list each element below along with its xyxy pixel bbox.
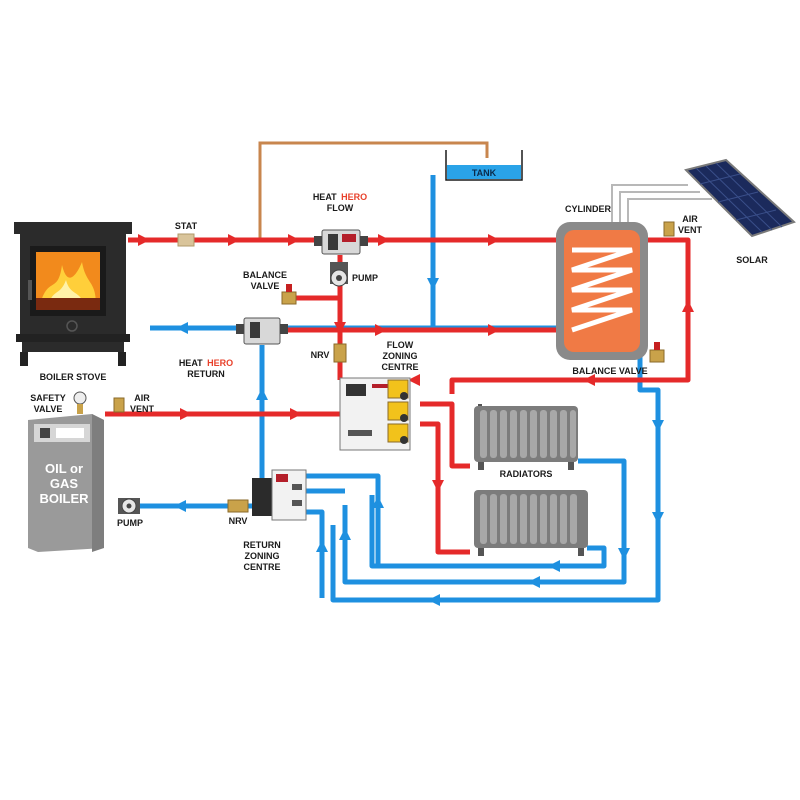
flow-zoning-label-2: ZONING [383, 351, 418, 361]
return-zoning-label-3: CENTRE [243, 562, 280, 572]
air-vent-left-label-1: AIR [134, 393, 150, 403]
nrv-bottom-label: NRV [229, 516, 248, 526]
radiator-lower [474, 490, 588, 556]
flow-zoning-centre [339, 377, 411, 451]
cylinder-label: CYLINDER [565, 204, 612, 214]
nrv-mid [333, 343, 347, 363]
air-vent-top [663, 221, 675, 237]
return-zoning-label-2: ZONING [245, 551, 280, 561]
heat-hero-flow-sub: FLOW [327, 203, 354, 213]
air-vent-left [113, 397, 125, 413]
return-zoning-centre [252, 469, 307, 521]
heat-hero-return-sub: RETURN [187, 369, 225, 379]
boiler-stove-label: BOILER STOVE [40, 372, 107, 382]
stat-label: STAT [175, 221, 198, 231]
heat-hero-flow-title: HEAT HERO [313, 192, 367, 202]
solar-panel [684, 158, 796, 238]
hot-water-cylinder [556, 222, 648, 360]
air-vent-top-label-1: AIR [682, 214, 698, 224]
flow-arrows [138, 234, 694, 606]
flow-zoning-label-1: FLOW [387, 340, 414, 350]
heat-hero-return-title: HEAT HERO [179, 358, 233, 368]
return-zoning-label-1: RETURN [243, 540, 281, 550]
safety-valve-label-1: SAFETY [30, 393, 66, 403]
oil-gas-boiler [28, 414, 104, 552]
air-vent-left-label-2: VENT [130, 404, 155, 414]
nrv-bottom [227, 499, 249, 513]
stat-sensor [177, 233, 195, 247]
boiler-stove [14, 222, 132, 366]
air-vent-top-label-2: VENT [678, 225, 703, 235]
heat-hero-return-unit [236, 317, 288, 345]
radiators-label: RADIATORS [500, 469, 553, 479]
oil-boiler-label-1: OIL or [45, 461, 83, 476]
vent-pipe [258, 141, 489, 240]
oil-boiler-label-2: GAS [50, 476, 79, 491]
balance-valve-top-label-2: VALVE [251, 281, 280, 291]
safety-valve-label-2: VALVE [34, 404, 63, 414]
pump-top [330, 262, 348, 287]
pump-bottom [118, 498, 140, 514]
radiator-upper [474, 404, 578, 470]
balance-valve-top-label-1: BALANCE [243, 270, 287, 280]
balance-valve-top [281, 284, 297, 305]
flow-zoning-label-3: CENTRE [381, 362, 418, 372]
header-tank [445, 150, 523, 181]
tank-label: TANK [472, 168, 497, 178]
oil-boiler-label-3: BOILER [39, 491, 89, 506]
balance-valve-right-label: BALANCE VALVE [572, 366, 647, 376]
pump-top-label: PUMP [352, 273, 378, 283]
solar-lines [611, 184, 712, 232]
balance-valve-right [649, 342, 665, 363]
pump-bottom-label: PUMP [117, 518, 143, 528]
solar-label: SOLAR [736, 255, 768, 265]
nrv-mid-label: NRV [311, 350, 330, 360]
safety-valve [73, 391, 87, 414]
heat-hero-flow-unit [314, 229, 368, 255]
